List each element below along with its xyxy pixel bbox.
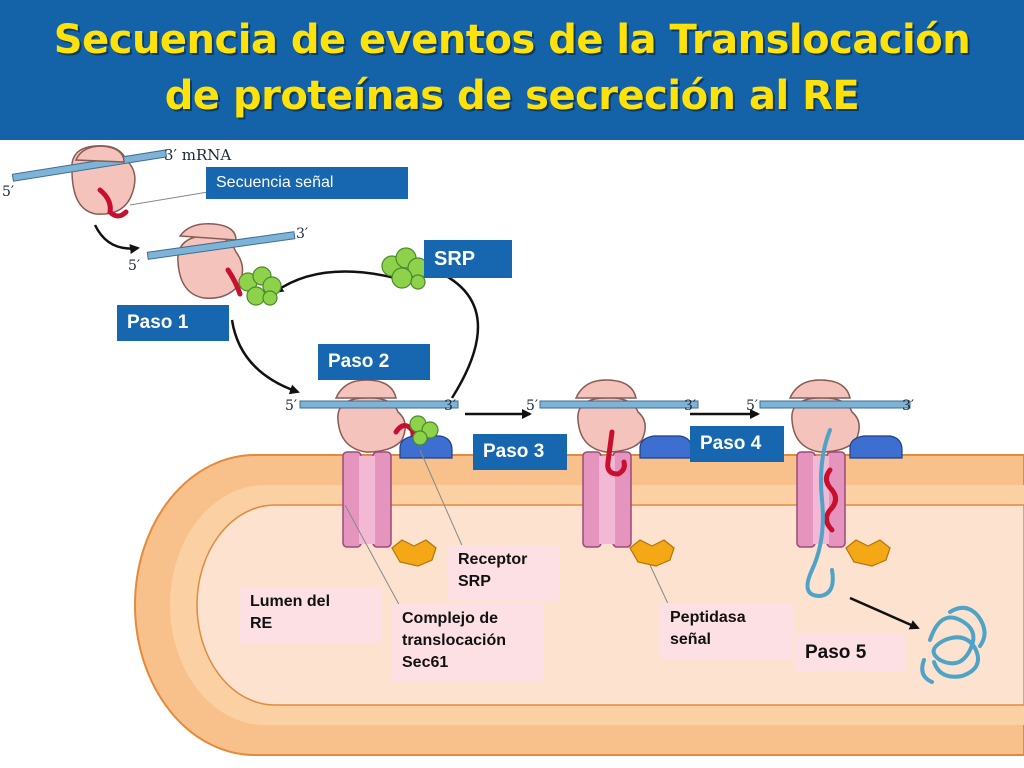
arrow-to-membrane xyxy=(230,319,300,395)
mrna-strand-3 xyxy=(299,400,459,409)
label-srp: SRP xyxy=(424,240,512,278)
signal-peptide-4 xyxy=(605,429,627,477)
translocon-left-3 xyxy=(796,451,816,548)
srp-bound xyxy=(238,266,282,306)
arrow-initiation xyxy=(93,224,140,255)
peptidase-2 xyxy=(629,539,675,567)
label-5prime-2: 5′ xyxy=(128,258,140,274)
label-5prime-1: 5′ xyxy=(2,184,14,200)
strand-end-labels: 3′ mRNA 5′ 5′ 3′ 5′ 3′ 5′ 3′ 5′ 3′ xyxy=(2,146,914,414)
peptidase-1 xyxy=(391,539,437,567)
label-5prime-3: 5′ xyxy=(285,398,297,414)
ribosome-small-subunit-4 xyxy=(574,379,637,399)
arrow-srp-binding xyxy=(273,270,396,294)
mrna-strand-2 xyxy=(146,231,296,260)
mrna-strand-4 xyxy=(539,400,699,409)
label-paso-5: Paso 5 xyxy=(795,634,905,672)
ribosome-small-subunit-5 xyxy=(788,379,851,399)
peptidase-3 xyxy=(845,539,891,567)
ribosome-small-subunit-2 xyxy=(178,223,237,241)
label-5prime-4: 5′ xyxy=(526,398,538,414)
slide-title: Secuencia de eventos de la Translocación… xyxy=(0,12,1024,124)
translocon-core-2 xyxy=(599,456,615,544)
arrow-protein-release xyxy=(849,596,920,630)
ribosome-small-subunit xyxy=(74,145,125,163)
label-translocation-complex: Complejo de translocación Sec61 xyxy=(392,604,544,682)
label-receptor-srp: Receptor SRP xyxy=(448,545,560,601)
srp-receptor-3 xyxy=(849,435,903,459)
label-lumen: Lumen del RE xyxy=(240,587,382,643)
ribosome-stage-3 xyxy=(299,379,459,567)
receptor-line-1: Receptor xyxy=(458,551,528,568)
srp-docked xyxy=(409,415,439,446)
title-bar: Secuencia de eventos de la Translocación… xyxy=(0,0,1024,140)
title-line-2: de proteínas de secreción al RE xyxy=(164,73,860,119)
label-paso-1: Paso 1 xyxy=(117,305,229,341)
signal-peptide-2 xyxy=(225,267,243,297)
label-3prime-3: 3′ xyxy=(444,398,456,414)
translocon-core-1 xyxy=(359,456,375,544)
title-line-1: Secuencia de eventos de la Translocación xyxy=(53,17,971,63)
receptor-line-2: SRP xyxy=(458,573,491,590)
ribosome-stage-1 xyxy=(11,145,168,219)
srp-free xyxy=(381,247,429,290)
complex-line-3: Sec61 xyxy=(402,654,449,671)
nascent-protein xyxy=(805,428,835,599)
ribosome-stage-5 xyxy=(759,379,911,599)
label-3prime-4: 3′ xyxy=(684,398,696,414)
lumen-line-1: Lumen del xyxy=(250,593,331,610)
ribosome-small-subunit-3 xyxy=(334,379,397,399)
label-paso-3: Paso 3 xyxy=(473,434,567,470)
translocon-right-1 xyxy=(372,451,392,548)
ribosome-stage-4 xyxy=(539,379,699,567)
label-5prime-5: 5′ xyxy=(746,398,758,414)
folded-protein xyxy=(920,605,987,684)
ribosome-stage-2 xyxy=(146,223,296,306)
cleaved-signal-peptide xyxy=(824,467,838,533)
label-mrna-3prime: 3′ mRNA xyxy=(164,146,231,164)
mrna-strand xyxy=(11,149,168,182)
complex-line-1: Complejo de xyxy=(402,610,499,627)
label-signal-peptidase: Peptidasa señal xyxy=(660,603,794,659)
complex-line-2: translocación xyxy=(402,632,507,649)
translocon-left-1 xyxy=(342,451,362,548)
peptidase-line-2: señal xyxy=(670,631,711,648)
label-signal-sequence: Secuencia señal xyxy=(206,167,408,199)
label-paso-4: Paso 4 xyxy=(690,426,784,462)
translocon-left-2 xyxy=(582,451,602,548)
srp-receptor-2 xyxy=(639,435,693,459)
label-3prime-2: 3′ xyxy=(296,226,308,242)
label-3prime-5: 3′ xyxy=(902,398,914,414)
mrna-strand-5 xyxy=(759,400,911,409)
signal-peptide xyxy=(97,187,129,219)
srp-receptor-1 xyxy=(399,435,453,459)
peptidase-line-1: Peptidasa xyxy=(670,609,746,626)
label-paso-2: Paso 2 xyxy=(318,344,430,380)
lumen-line-2: RE xyxy=(250,615,273,632)
